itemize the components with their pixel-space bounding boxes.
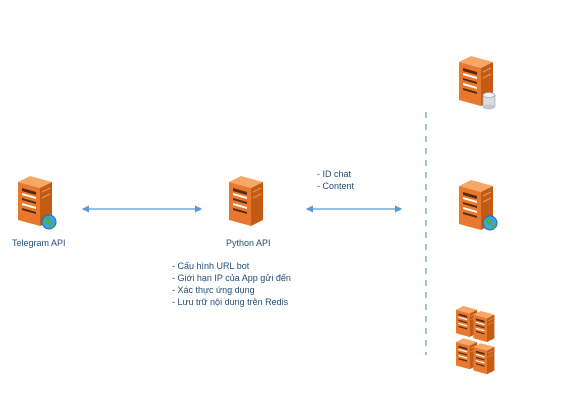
server-cluster-icon: [455, 305, 495, 375]
server-icon: [228, 175, 264, 227]
message-field-item: - Content: [317, 181, 355, 191]
python-note-item: - Xác thực ứng dụng: [172, 285, 255, 295]
server-globe-icon: [458, 179, 498, 231]
server-globe-icon: [17, 175, 57, 230]
message-field-item: - ID chat: [317, 169, 352, 179]
telegram-api-label: Telegram API: [12, 238, 66, 248]
server-database-icon: [458, 55, 496, 110]
message-fields-list: - ID chat - Content: [317, 168, 354, 192]
python-note-item: - Lưu trữ nội dung trên Redis: [172, 297, 289, 307]
python-notes-list: - Cấu hình URL bot - Giới hạn IP của App…: [172, 260, 291, 308]
python-note-item: - Cấu hình URL bot: [172, 261, 250, 271]
python-api-label: Python API: [226, 238, 271, 248]
python-note-item: - Giới hạn IP của App gửi đến: [172, 273, 291, 283]
